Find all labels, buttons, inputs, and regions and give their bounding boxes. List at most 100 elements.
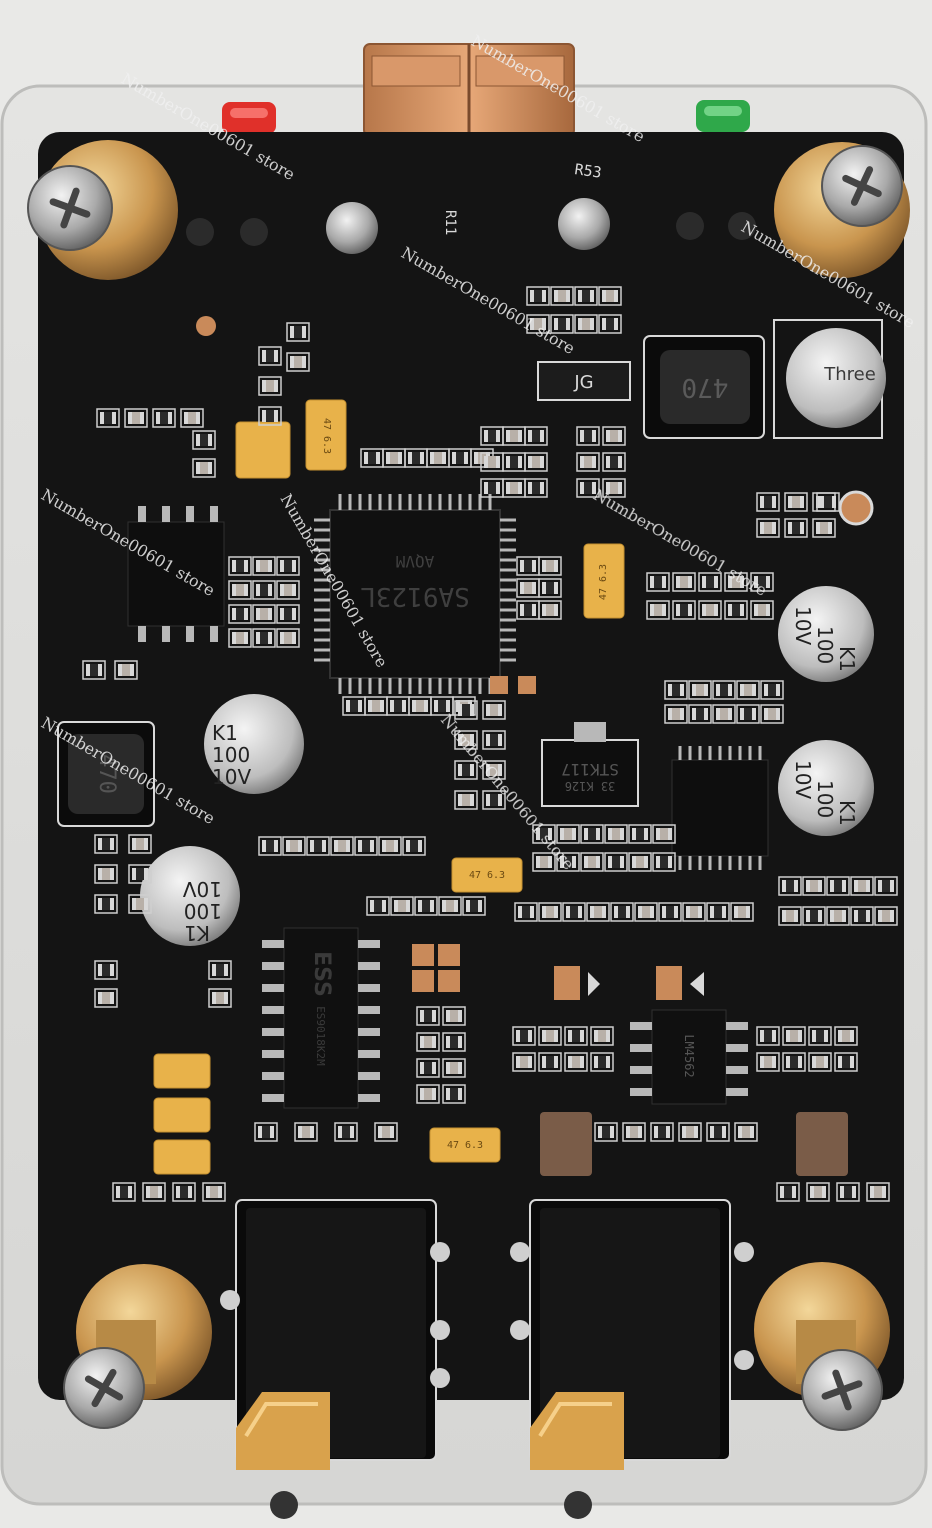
smd-pad: [632, 856, 636, 868]
tantalum-caps: 47 6.3 47 6.3 47 6.3 47 6.3: [153, 399, 625, 1175]
smd-pad: [408, 452, 412, 464]
smd-pad: [262, 350, 266, 362]
smd-pad: [542, 560, 546, 572]
smd-pad: [668, 828, 672, 840]
smd-pad: [496, 430, 500, 442]
smd-pad: [734, 906, 738, 918]
smd-outline: [330, 836, 354, 856]
smd-pad: [728, 684, 732, 696]
smd-outline: [850, 906, 874, 926]
smd-pad: [580, 430, 584, 442]
smd-pad: [772, 496, 776, 508]
smd-pad: [782, 910, 786, 922]
smd-outline: [442, 1084, 466, 1104]
smd-pad: [380, 700, 384, 712]
smd-pad: [754, 604, 758, 616]
smd-pad: [882, 1186, 886, 1198]
smd-pad: [446, 700, 450, 712]
smd-pad: [728, 604, 732, 616]
cap-label-line: 10V: [183, 877, 222, 901]
smd-outline: [454, 730, 478, 750]
inductor-top: 470: [643, 335, 765, 439]
smd-pad: [466, 900, 470, 912]
smd-pad: [358, 700, 362, 712]
smd-pad: [458, 764, 462, 776]
smd-outline: [646, 600, 670, 620]
smd-pad: [566, 318, 570, 330]
smd-pad: [590, 906, 594, 918]
smd-pad: [420, 1010, 424, 1022]
smd-pad: [854, 910, 858, 922]
smd-outline: [96, 408, 120, 428]
smd-pad: [446, 1062, 450, 1074]
copper-pads: [412, 676, 682, 1000]
smd-pad: [232, 608, 236, 620]
smd-outline: [142, 1182, 166, 1202]
smd-outline: [750, 600, 774, 620]
smd-outline: [276, 604, 300, 624]
smd-pad: [842, 880, 846, 892]
cap-label-line: K1: [835, 646, 859, 672]
smd-pad: [98, 898, 102, 910]
cap-label-line: 10V: [791, 606, 815, 645]
smd-pad: [626, 1126, 630, 1138]
smd-pad: [606, 482, 610, 494]
smd-pad: [478, 900, 482, 912]
smd-pad: [554, 318, 558, 330]
smd-outline: [672, 572, 696, 592]
smd-pad: [740, 708, 744, 720]
smd-pad: [530, 906, 534, 918]
smd-outline: [866, 1182, 890, 1202]
smd-outline: [416, 1058, 440, 1078]
smd-pad: [420, 1088, 424, 1100]
smd-pad: [870, 1186, 874, 1198]
smd-pad: [412, 700, 416, 712]
dac-brand: ESS: [309, 951, 334, 997]
smd-outline: [736, 704, 760, 724]
smd-pad: [606, 1030, 610, 1042]
smd-pad: [542, 604, 546, 616]
smd-pad: [554, 582, 558, 594]
smd-pad: [286, 840, 290, 852]
smd-pad: [98, 664, 102, 676]
smd-pad: [518, 456, 522, 468]
tssop-chip-right: [671, 746, 769, 870]
smd-outline: [482, 760, 506, 780]
smd-outline: [576, 478, 600, 498]
smd-pad: [256, 560, 260, 572]
smd-pad: [350, 1126, 354, 1138]
smd-pad: [98, 992, 102, 1004]
smd-pad: [110, 838, 114, 850]
smd-outline: [538, 556, 562, 576]
main-ic-part: SA9123L: [360, 581, 470, 611]
smd-outline: [482, 730, 506, 750]
smd-pad: [866, 910, 870, 922]
smd-pad: [728, 708, 732, 720]
smd-pad: [542, 906, 546, 918]
smd-pad: [368, 700, 372, 712]
smd-pad: [458, 734, 462, 746]
smd-pad: [542, 582, 546, 594]
smd-pad: [800, 522, 804, 534]
smd-outline: [258, 836, 282, 856]
cap-label-line: 10V: [791, 760, 815, 799]
smd-outline: [258, 346, 282, 366]
smd-pad: [818, 910, 822, 922]
smd-pad: [212, 992, 216, 1004]
smd-outline: [712, 704, 736, 724]
regulator-part: STK117: [561, 760, 619, 779]
smd-outline: [850, 876, 874, 896]
smd-pad: [528, 482, 532, 494]
smd-outline: [598, 314, 622, 334]
smd-outline: [698, 600, 722, 620]
smd-pad: [688, 604, 692, 616]
smd-outline: [454, 790, 478, 810]
smd-outline: [124, 408, 148, 428]
smd-outline: [634, 902, 658, 922]
smd-pad: [782, 880, 786, 892]
smd-pad: [578, 318, 582, 330]
smd-pad: [614, 906, 618, 918]
smd-outline: [454, 760, 478, 780]
smd-pad: [638, 906, 642, 918]
